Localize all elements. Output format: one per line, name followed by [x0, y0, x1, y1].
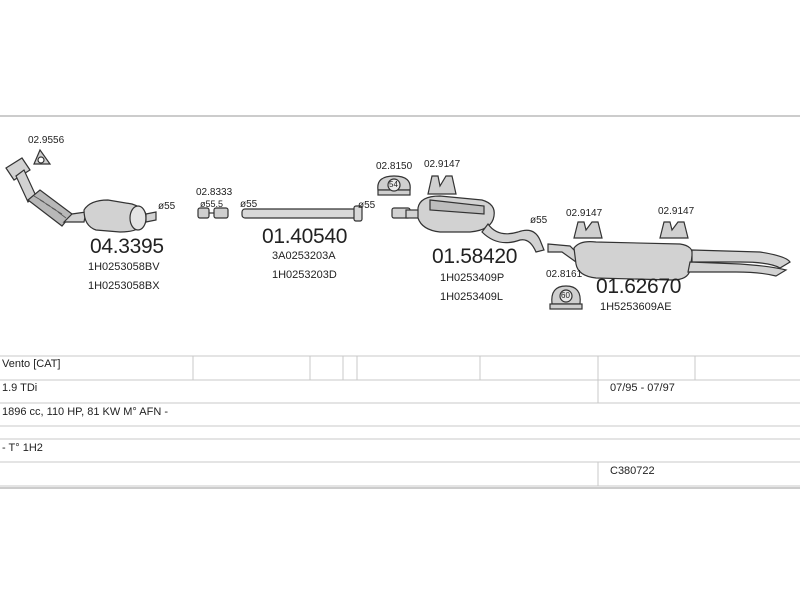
clamp-size-label: 60: [561, 291, 570, 300]
part-code: 01.58420: [432, 245, 518, 268]
accessory-label: 02.8333: [196, 187, 233, 198]
table-model: Vento [CAT]: [2, 358, 61, 370]
part-ref: 1H5253609AE: [600, 301, 672, 313]
rubber-mount-02-8150: [377, 175, 411, 196]
table-spec: 1896 cc, 110 HP, 81 KW M° AFN -: [2, 406, 169, 418]
hanger-02-9147-middle: [427, 175, 457, 195]
accessory-label: 02.9147: [424, 159, 461, 170]
hanger-02-9147-rear-left: [573, 221, 603, 239]
part-code: 04.3395: [90, 235, 164, 258]
diameter-label: ø55: [158, 201, 176, 212]
part-ref: 1H0253058BV: [88, 261, 160, 273]
middle-silencer-part: [391, 195, 545, 253]
table-type: - T° 1H2: [2, 442, 43, 454]
part-ref: 1H0253203D: [272, 269, 337, 281]
gasket-02-9556: [33, 148, 52, 165]
clamp-size-label: 54: [389, 180, 398, 189]
part-ref: 1H0253058BX: [88, 280, 160, 292]
accessory-label: 02.8161: [546, 269, 583, 280]
diameter-label: ø55: [240, 199, 258, 210]
catalytic-converter-part: [5, 157, 157, 233]
part-ref: 1H0253409P: [440, 272, 505, 284]
diameter-label: ø55: [358, 200, 376, 211]
middle-pipe-part: [241, 205, 363, 222]
table-grid: [0, 355, 800, 487]
diameter-label: ø55.5: [200, 199, 224, 209]
part-ref: 1H0253409L: [440, 291, 504, 303]
table-years: 07/95 - 07/97: [610, 382, 675, 394]
rear-silencer-part: [547, 241, 791, 281]
accessory-label: 02.8150: [376, 161, 413, 172]
accessory-label: 02.9556: [28, 135, 65, 146]
diameter-label: ø55: [530, 215, 548, 226]
rubber-mount-02-8161: [549, 285, 583, 310]
table-code: C380722: [610, 465, 655, 477]
clamp-02-8333: [197, 207, 229, 219]
part-code: 01.62670: [596, 275, 682, 298]
table-engine: 1.9 TDi: [2, 382, 38, 394]
accessory-label: 02.9147: [566, 208, 603, 219]
part-ref: 3A0253203A: [272, 250, 336, 262]
hanger-02-9147-rear-right: [659, 221, 689, 239]
accessory-label: 02.9147: [658, 206, 695, 217]
part-code: 01.40540: [262, 225, 348, 248]
